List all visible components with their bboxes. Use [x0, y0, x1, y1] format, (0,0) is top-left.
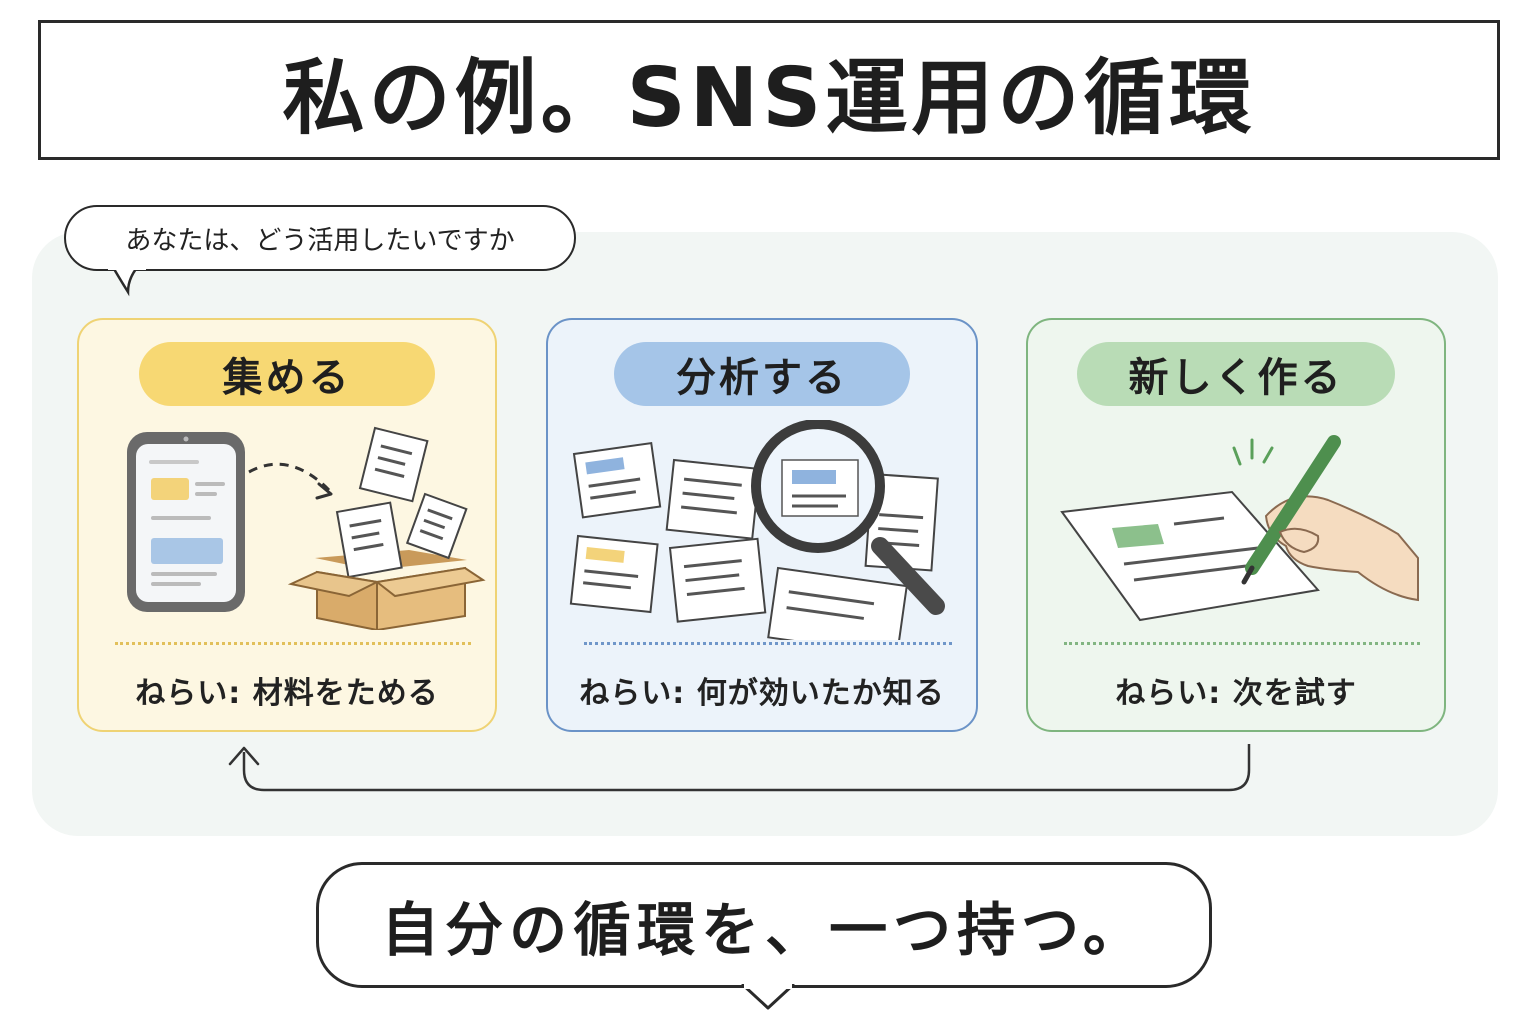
step-card-create: 新しく作る ねらい: 次を試す	[1026, 318, 1446, 732]
bubble-tail-icon	[108, 262, 146, 297]
step-card-collect: 集める	[77, 318, 497, 732]
bottom-message: 自分の循環を、一つ持つ。	[381, 896, 1147, 964]
divider	[115, 642, 471, 645]
page-title: 私の例。SNS運用の循環	[282, 50, 1256, 146]
phone-to-box-icon	[127, 426, 486, 630]
pen-writing-icon	[1060, 435, 1419, 622]
magnifier-icon	[569, 420, 945, 640]
question-bubble: あなたは、どう活用したいですか	[64, 205, 576, 271]
step-aim-analyze: ねらい: 何が効いたか知る	[579, 676, 945, 711]
step-aim-collect: ねらい: 材料をためる	[135, 676, 439, 711]
step-aim-create: ねらい: 次を試す	[1115, 676, 1357, 711]
divider	[1064, 642, 1420, 645]
step-label-collect: 集める	[139, 342, 435, 406]
step-label-create: 新しく作る	[1077, 342, 1395, 406]
question-text: あなたは、どう活用したいですか	[125, 225, 515, 256]
divider	[584, 642, 952, 645]
step-label-analyze: 分析する	[614, 342, 910, 406]
title-box: 私の例。SNS運用の循環	[38, 20, 1500, 160]
step-card-analyze: 分析する	[546, 318, 978, 732]
bubble-tail-icon	[740, 984, 796, 1010]
bottom-message-bubble: 自分の循環を、一つ持つ。	[316, 862, 1212, 988]
